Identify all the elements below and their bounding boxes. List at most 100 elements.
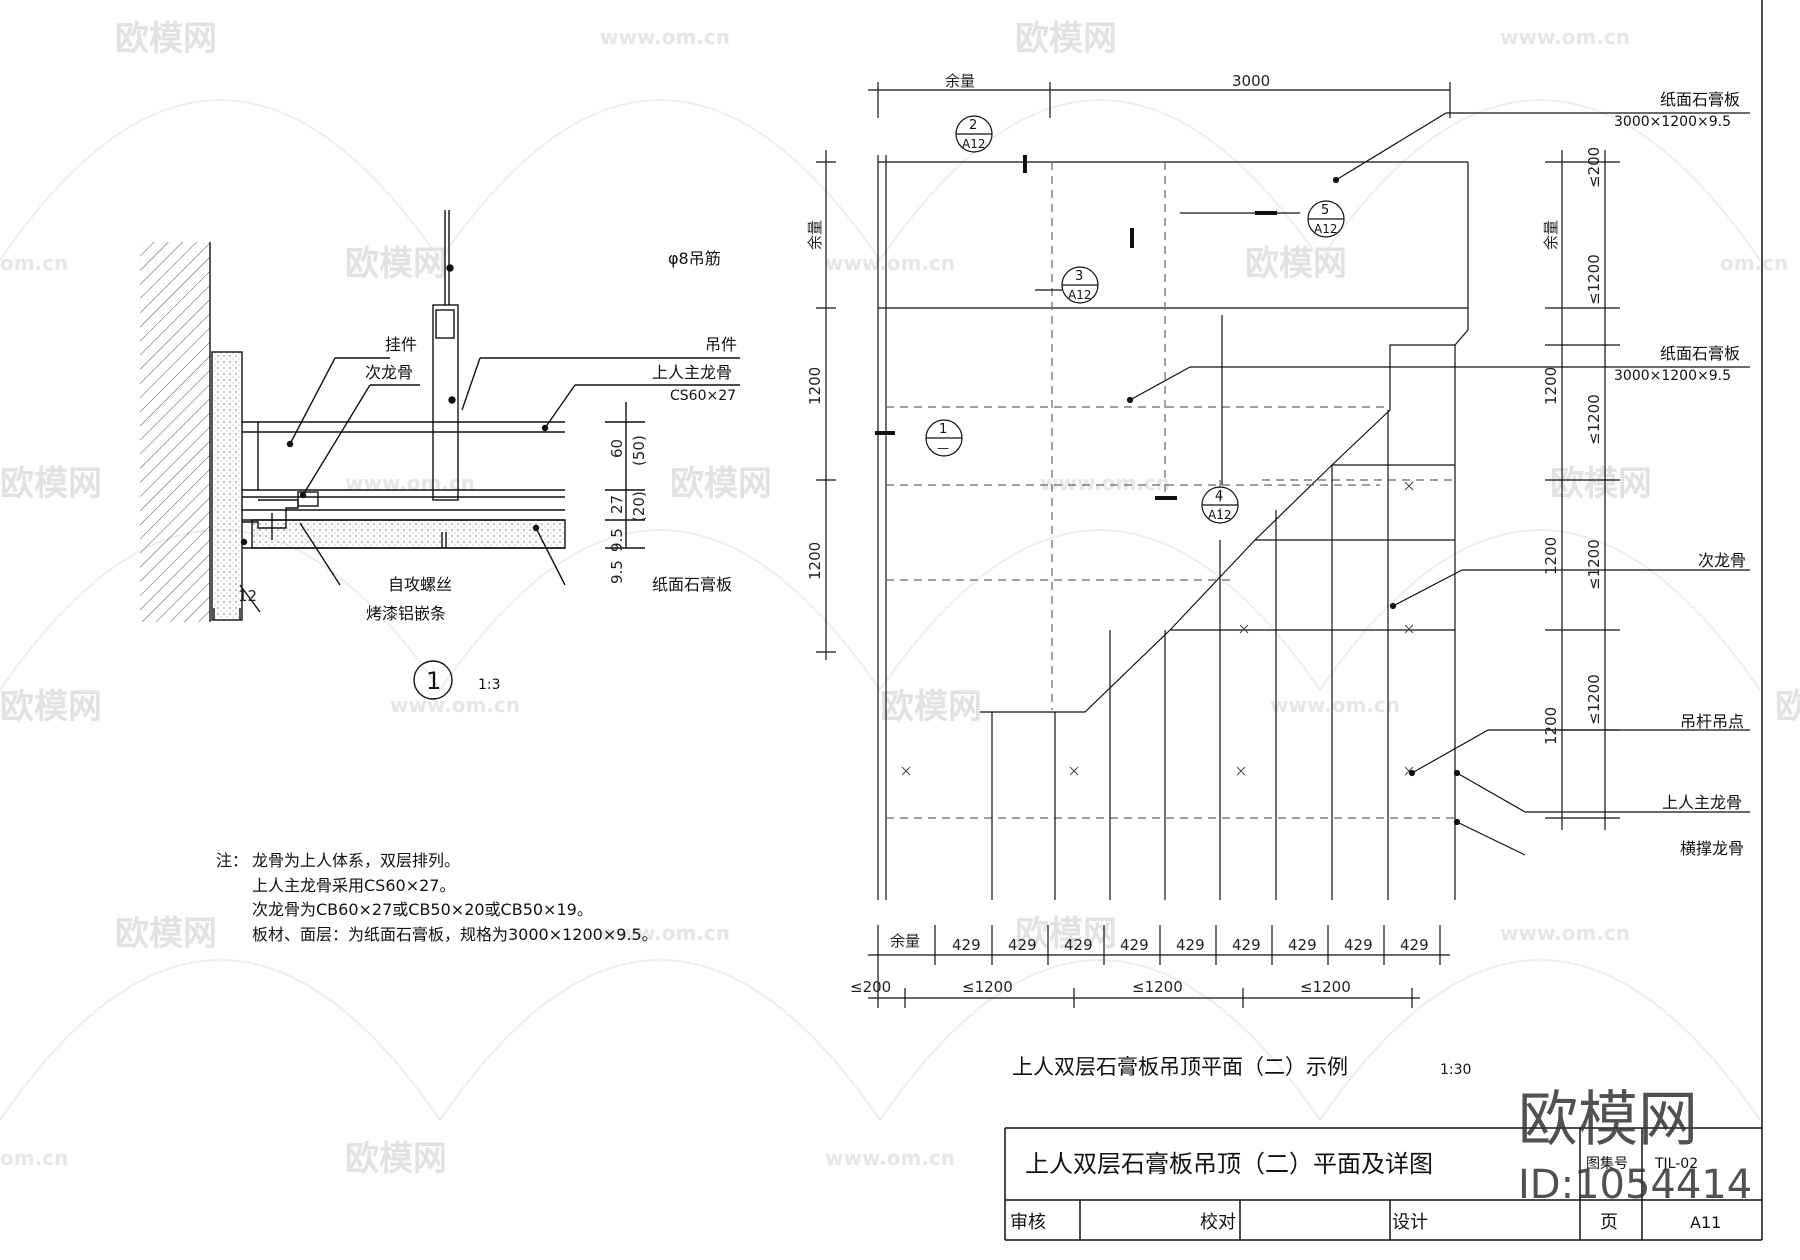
atlas-label: 图集号	[1586, 1155, 1628, 1172]
title-block	[1004, 0, 1763, 1241]
watermark-logos: 欧模网 www.om.cn 欧模网 www.om.cn om.cn 欧模网 ww…	[0, 19, 1800, 1179]
watermark-site: www.om.cn	[600, 25, 730, 49]
watermark-site: www.om.cn	[1270, 693, 1400, 717]
dim-margin-bottom: 余量	[890, 932, 920, 950]
watermark-logo: 欧模网	[0, 687, 102, 727]
dim-27: 27	[608, 495, 626, 514]
label-hanger-clip: 挂件	[385, 335, 417, 354]
dim-margin-top: 余量	[945, 72, 975, 90]
dim-le200-right: ≤200	[1585, 147, 1603, 188]
watermark-logo: 欧模网	[1015, 914, 1117, 954]
page-label: 页	[1600, 1212, 1618, 1233]
notes-line: 上人主龙骨采用CS60×27。	[252, 876, 455, 895]
label-board: 纸面石膏板	[1660, 90, 1740, 109]
watermark-site: om.cn	[1720, 251, 1788, 275]
title-block-labels: 上人双层石膏板吊顶（二）平面及详图 图集号 TJL-02 审核 校对 设计 页 …	[1010, 1150, 1721, 1233]
dim-429: 429	[1344, 936, 1373, 954]
dim-margin-left: 余量	[806, 220, 824, 250]
section-detail-labels: φ8吊筋 挂件 次龙骨 吊件 上人主龙骨 CS60×27 自攻螺丝 烤漆铝嵌条 …	[238, 249, 737, 695]
dim-le1200-right: ≤1200	[1585, 254, 1603, 305]
watermark-site: om.cn	[0, 1146, 68, 1170]
ceiling-plan	[816, 82, 1750, 1008]
dim-429: 429	[1176, 936, 1205, 954]
callout-num: 3	[1075, 269, 1083, 284]
id-label: ID:1054414	[1518, 1162, 1752, 1208]
design-label: 设计	[1392, 1212, 1428, 1233]
label-rod: φ8吊筋	[668, 249, 721, 268]
dim-429: 429	[1120, 936, 1149, 954]
watermark-site: www.om.cn	[600, 921, 730, 945]
label-secondary-keel: 次龙骨	[1698, 551, 1746, 570]
dim-le1200-bottom: ≤1200	[962, 978, 1013, 996]
label-cross-keel: 横撑龙骨	[1680, 839, 1744, 858]
corner-brand: 欧模网	[1518, 1085, 1698, 1155]
dim-1200-right: 1200	[1542, 707, 1560, 745]
dim-429: 429	[1288, 936, 1317, 954]
label-hanger: 吊件	[705, 335, 737, 354]
dim-le200-bottom: ≤200	[850, 978, 891, 996]
label-main-keel: 上人主龙骨	[1662, 793, 1742, 812]
notes: 注： 龙骨为上人体系，双层排列。 上人主龙骨采用CS60×27。 次龙骨为CB6…	[216, 851, 658, 944]
watermark-site: www.om.cn	[825, 1146, 955, 1170]
watermark-logo: 欧模网	[115, 19, 217, 59]
check-label: 校对	[1200, 1212, 1236, 1233]
watermark-site: www.om.cn	[1040, 471, 1170, 495]
atlas-number: TJL-02	[1654, 1156, 1698, 1172]
watermark-logo: 欧模网	[115, 914, 217, 954]
watermark-logo: 欧模网	[345, 1139, 447, 1179]
section-scale: 1:3	[478, 677, 501, 693]
label-board-spec: 3000×1200×9.5	[1614, 368, 1731, 384]
label-hanging-point: 吊杆吊点	[1680, 712, 1744, 731]
dim-1200-right: 1200	[1542, 537, 1560, 575]
watermark-site: www.om.cn	[345, 471, 475, 495]
callout-num: 1	[939, 422, 947, 437]
callout-num: 5	[1321, 203, 1329, 218]
plan-scale: 1:30	[1440, 1062, 1471, 1078]
dim-le1200-bottom: ≤1200	[1132, 978, 1183, 996]
dim-3000: 3000	[1232, 72, 1270, 90]
callout-ref: A12	[1068, 288, 1091, 302]
dim-60: 60	[608, 439, 626, 458]
notes-heading: 注：	[216, 851, 248, 870]
dim-429: 429	[1232, 936, 1261, 954]
dim-le1200-right: ≤1200	[1585, 539, 1603, 590]
dim-429: 429	[1400, 936, 1429, 954]
dim-le1200-bottom: ≤1200	[1300, 978, 1351, 996]
watermark-logo: 欧模网	[345, 244, 447, 284]
page-number: A11	[1690, 1213, 1721, 1232]
drawing-title: 上人双层石膏板吊顶（二）平面及详图	[1025, 1150, 1433, 1178]
watermark-logo: 欧模网	[670, 464, 772, 504]
watermark-logo: 欧模网	[1775, 687, 1800, 727]
dim-le1200-right: ≤1200	[1585, 394, 1603, 445]
watermark-site: www.om.cn	[825, 251, 955, 275]
dim-margin-right: 余量	[1542, 220, 1560, 250]
label-board: 纸面石膏板	[652, 575, 732, 594]
watermark-logo: 欧模网	[1550, 464, 1652, 504]
dim-1200-left: 1200	[806, 542, 824, 580]
watermark-logo: 欧模网	[1245, 244, 1347, 284]
label-secondary-keel: 次龙骨	[365, 363, 413, 382]
section-number: 1	[426, 667, 441, 695]
callout-num: 2	[969, 118, 977, 133]
notes-line: 龙骨为上人体系，双层排列。	[252, 851, 460, 870]
dim-9-5-b: 9.5	[608, 560, 626, 584]
dim-50: (50)	[630, 435, 648, 466]
section-detail	[140, 210, 740, 700]
plan-title: 上人双层石膏板吊顶平面（二）示例	[1012, 1055, 1348, 1079]
dim-429: 429	[952, 936, 981, 954]
callout-ref: A12	[1208, 508, 1231, 522]
dim-9-5-a: 9.5	[608, 528, 626, 552]
watermark-site: www.om.cn	[390, 693, 520, 717]
callout-ref: —	[937, 441, 949, 455]
callout-num: 4	[1215, 489, 1223, 504]
dim-1200-left: 1200	[806, 367, 824, 405]
label-trim: 烤漆铝嵌条	[366, 604, 446, 623]
label-board: 纸面石膏板	[1660, 344, 1740, 363]
dim-1200-right: 1200	[1542, 367, 1560, 405]
notes-line: 次龙骨为CB60×27或CB50×20或CB50×19。	[252, 900, 593, 919]
review-label: 审核	[1010, 1212, 1046, 1233]
label-main-keel-spec: CS60×27	[670, 388, 736, 404]
ceiling-plan-labels: 余量 3000 余量 1200 1200 余量 1200 1200 1200 ≤…	[806, 72, 1746, 1079]
corner-watermark: 欧模网 ID:1054414	[1518, 1085, 1752, 1208]
